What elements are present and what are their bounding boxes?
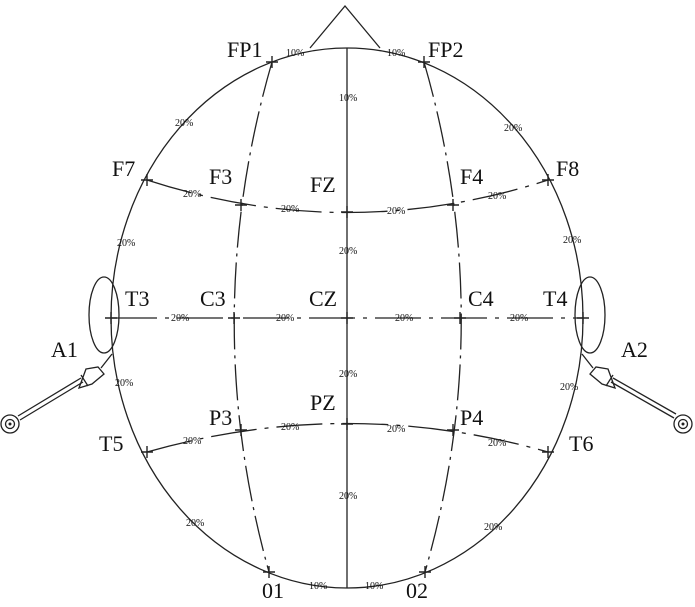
- left-parasagittal-arc: [233, 61, 273, 573]
- pct-right-upper: 20%: [504, 123, 522, 134]
- label-o1: 01: [262, 578, 284, 603]
- pct-bottom-left: 10%: [309, 581, 327, 592]
- pct-midline-2: 20%: [339, 246, 357, 257]
- pct-midline-4: 20%: [339, 491, 357, 502]
- pct-coronal-4: 20%: [510, 313, 528, 324]
- label-f7: F7: [112, 156, 135, 181]
- right-ear: [574, 276, 606, 354]
- pct-coronal-3: 20%: [395, 313, 413, 324]
- pct-frontal-3: 20%: [387, 206, 405, 217]
- label-a1: A1: [51, 337, 78, 362]
- pct-left-mid-upper: 20%: [117, 238, 135, 249]
- pct-coronal-1: 20%: [171, 313, 189, 324]
- pct-parietal-2: 20%: [281, 422, 299, 433]
- label-f3: F3: [209, 164, 232, 189]
- label-pz: PZ: [310, 390, 336, 415]
- pct-parietal-4: 20%: [488, 438, 506, 449]
- left-ear: [88, 276, 120, 354]
- pct-frontal-1: 20%: [183, 189, 201, 200]
- left-ear-clip: [0, 353, 113, 434]
- pct-frontal-2: 20%: [281, 204, 299, 215]
- percent-labels: 10% 10% 10% 20% 20% 20% 20% 20% 20% 20% …: [115, 48, 581, 592]
- pct-parietal-3: 20%: [387, 424, 405, 435]
- label-t5: T5: [99, 431, 123, 456]
- pct-parietal-1: 20%: [183, 436, 201, 447]
- pct-right-mid-upper: 20%: [563, 235, 581, 246]
- pct-midline-3: 20%: [339, 369, 357, 380]
- label-t3: T3: [125, 286, 149, 311]
- label-t4: T4: [543, 286, 567, 311]
- label-a2: A2: [621, 337, 648, 362]
- label-f8: F8: [556, 156, 579, 181]
- pct-right-lower: 20%: [484, 522, 502, 533]
- label-fp2: FP2: [428, 37, 463, 62]
- pct-left-lower: 20%: [186, 518, 204, 529]
- nose: [309, 4, 381, 49]
- label-c3: C3: [200, 286, 226, 311]
- label-o2: 02: [406, 578, 428, 603]
- pct-coronal-2: 20%: [276, 313, 294, 324]
- label-cz: CZ: [309, 286, 337, 311]
- pct-left-upper: 20%: [175, 118, 193, 129]
- pct-bottom-right: 10%: [365, 581, 383, 592]
- pct-top-left: 10%: [286, 48, 304, 59]
- label-p4: P4: [460, 405, 483, 430]
- label-fp1: FP1: [227, 37, 262, 62]
- electrode-marks: [105, 56, 589, 578]
- pct-frontal-4: 20%: [488, 191, 506, 202]
- label-p3: P3: [209, 405, 232, 430]
- label-c4: C4: [468, 286, 494, 311]
- label-f4: F4: [460, 164, 483, 189]
- right-parasagittal-arc: [423, 61, 462, 573]
- pct-left-mid-lower: 20%: [115, 378, 133, 389]
- pct-top-right: 10%: [387, 48, 405, 59]
- label-t6: T6: [569, 431, 593, 456]
- pct-midline-1: 10%: [339, 93, 357, 104]
- pct-right-mid-lower: 20%: [560, 382, 578, 393]
- label-fz: FZ: [310, 172, 336, 197]
- right-ear-clip: [581, 353, 693, 434]
